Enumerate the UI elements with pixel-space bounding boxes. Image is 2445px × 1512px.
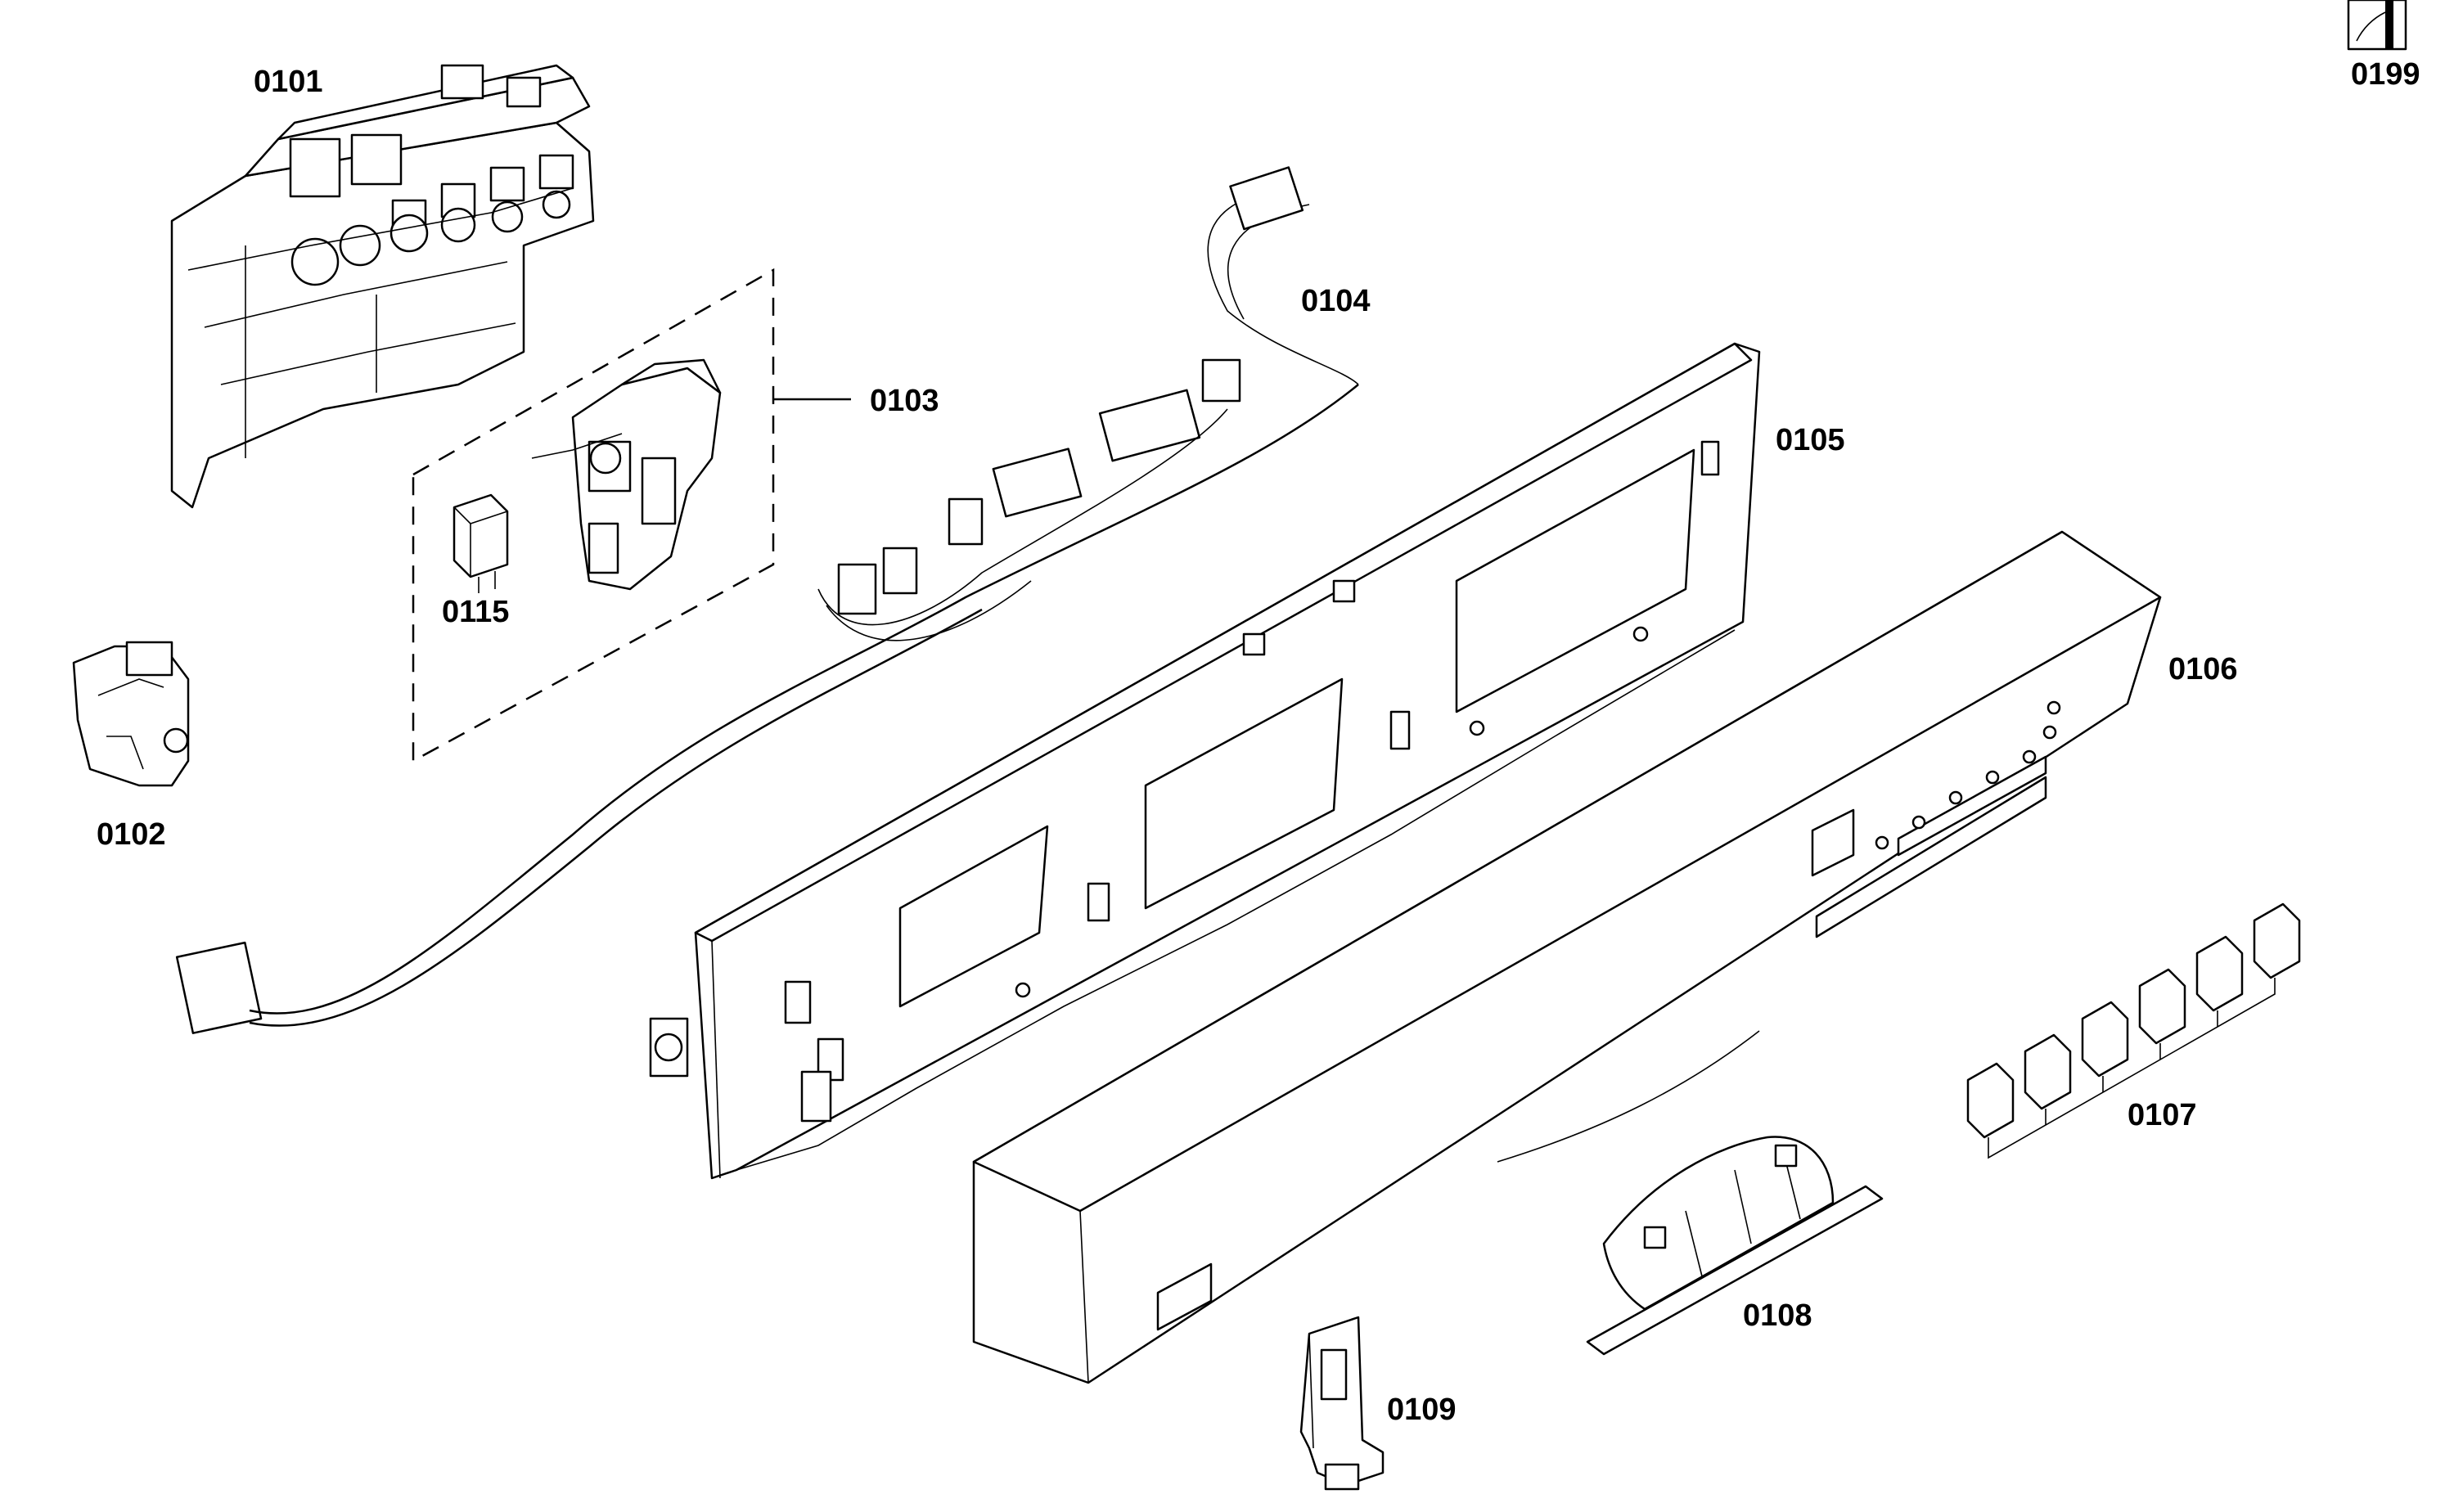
part-suppressor[interactable]	[453, 493, 509, 593]
part-button-set[interactable]	[1966, 902, 2301, 1159]
label-0102: 0102	[97, 817, 166, 852]
part-door-handle[interactable]	[1586, 1136, 1884, 1356]
part-wire-harness[interactable]	[175, 166, 1359, 1034]
part-control-module[interactable]	[170, 64, 595, 509]
label-0101: 0101	[254, 65, 323, 99]
label-0108: 0108	[1743, 1298, 1812, 1333]
switch-kit-boundary	[412, 268, 775, 763]
label-0106: 0106	[2168, 652, 2238, 686]
label-0115: 0115	[442, 595, 509, 629]
label-0104: 0104	[1301, 284, 1371, 318]
label-0107: 0107	[2128, 1098, 2197, 1132]
label-0105: 0105	[1776, 423, 1845, 457]
part-door-switch[interactable]	[72, 641, 190, 787]
part-switch-kit[interactable]	[531, 358, 722, 591]
part-panel-frame[interactable]	[649, 342, 1761, 1180]
label-0103: 0103	[870, 384, 939, 418]
part-fascia-panel[interactable]	[972, 530, 2162, 1384]
doc-icon[interactable]	[2347, 0, 2407, 51]
label-0199: 0199	[2351, 57, 2420, 92]
label-0109: 0109	[1387, 1393, 1457, 1427]
part-latch-bracket[interactable]	[1299, 1316, 1385, 1491]
